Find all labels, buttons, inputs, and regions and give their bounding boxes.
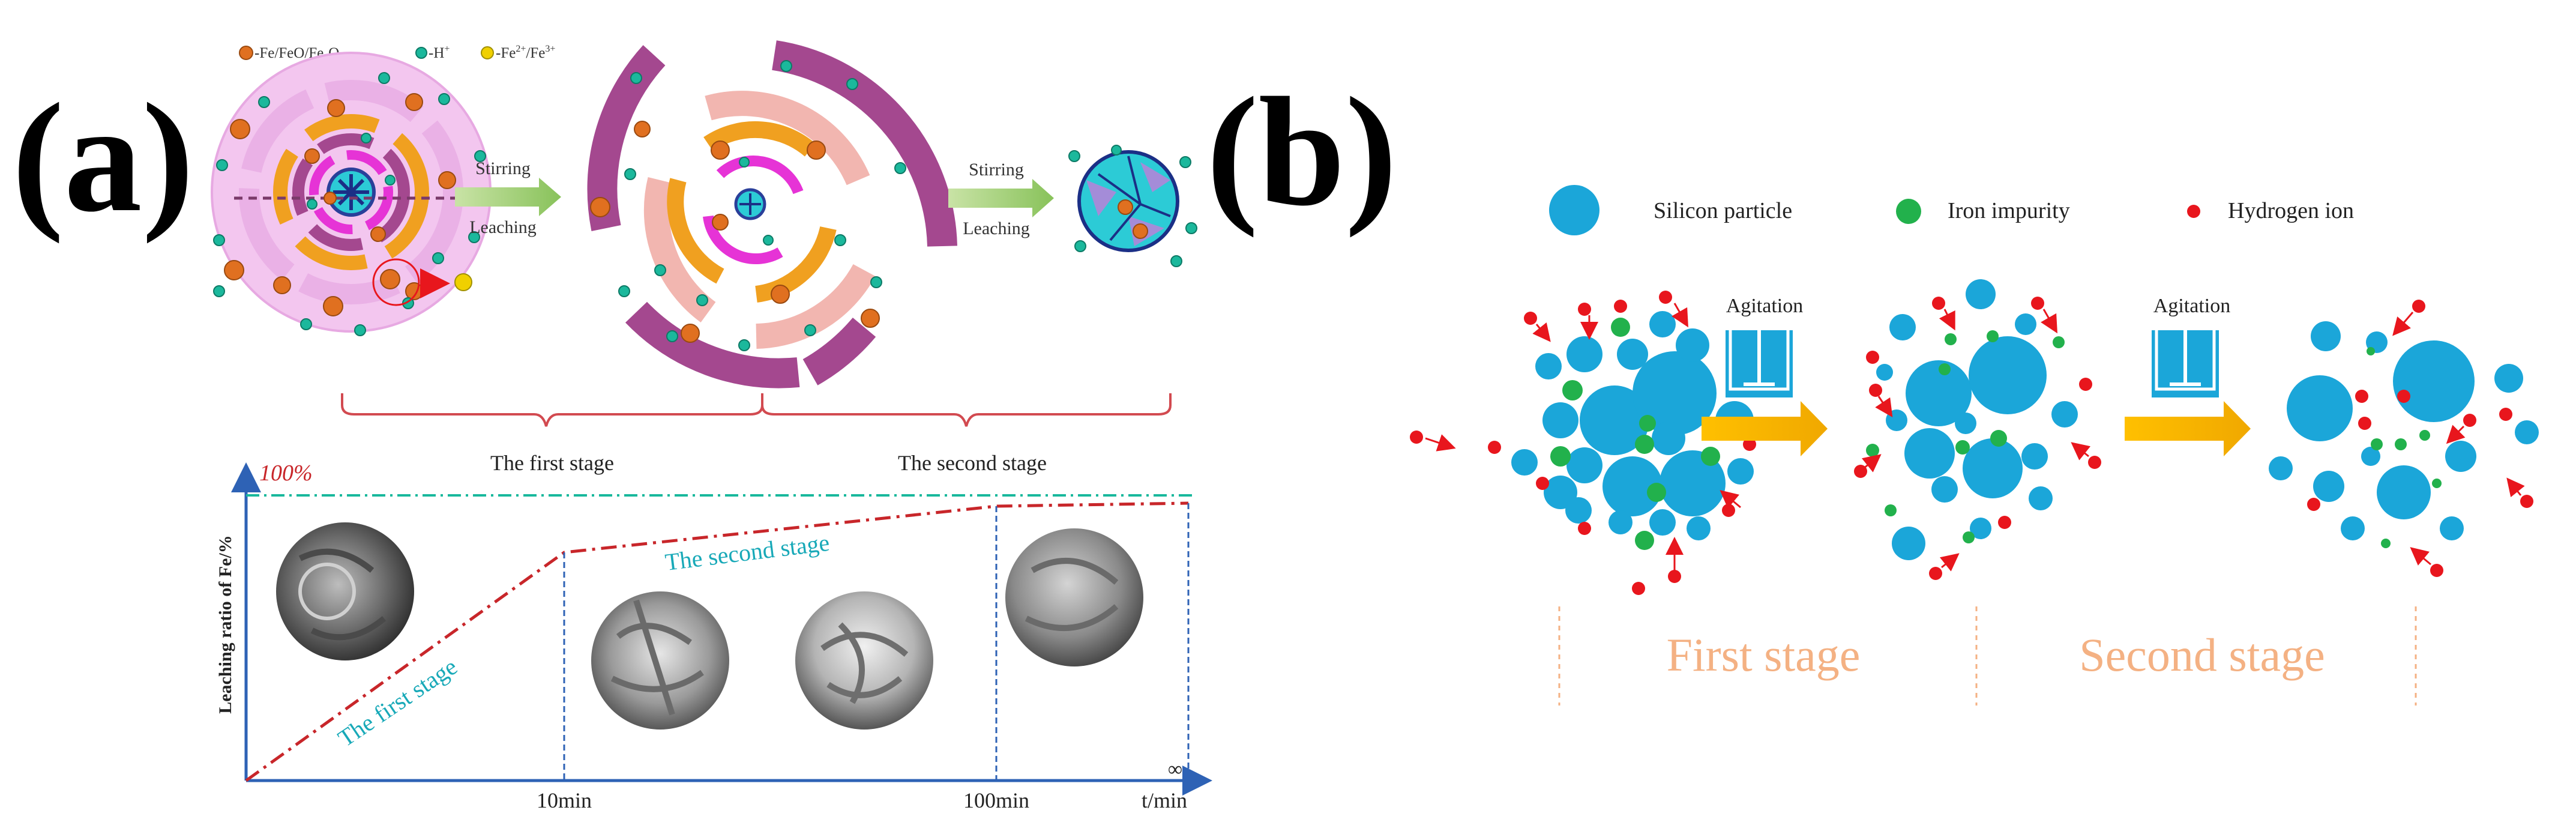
graph-first-stage-label: The first stage [333, 653, 462, 752]
photo-initial [276, 522, 414, 660]
legend-fe-marker [239, 46, 253, 60]
stirring-label-2: Stirring [969, 160, 1024, 180]
legend-h-marker [415, 47, 427, 59]
beaker-icon [2152, 324, 2219, 397]
stirring-label-1: Stirring [475, 159, 531, 178]
fe-particles-middle [590, 121, 880, 343]
agitation-1: Agitation [1702, 295, 1828, 456]
brace-first-stage [341, 393, 763, 427]
h-ions-final [1068, 145, 1197, 267]
panel-a-legend: -Fe/FeO/Fe2O3 -H+ -Fe2+/Fe3+ [239, 44, 555, 64]
legend-silicon-marker [1549, 185, 1599, 235]
leaching-label-2: Leaching [963, 219, 1030, 238]
cluster-final-hydrogen [2307, 300, 2533, 577]
legend-hydrogen-label: Hydrogen ion [2228, 198, 2354, 223]
brace-first-stage-label: The first stage [490, 451, 614, 475]
particle-initial [211, 52, 492, 333]
cluster-middle-iron [1866, 330, 2065, 543]
h-ions-initial [213, 72, 486, 336]
agitation-label-1: Agitation [1726, 295, 1803, 317]
particle-middle [587, 40, 957, 388]
panel-a: (a) -Fe/FeO/Fe2O3 -H+ -Fe2+/Fe3+ [12, 40, 1212, 812]
legend-iron-label: Iron impurity [1948, 198, 2070, 223]
infinity-label: ∞ [1168, 758, 1182, 781]
first-stage-label: First stage [1667, 629, 1861, 681]
legend-ion-label: -Fe2+/Fe3+ [496, 44, 555, 61]
panel-b: (b) Silicon particle Iron impurity Hydro… [1206, 65, 2539, 706]
x-tick-10min: 10min [537, 788, 592, 812]
agitation-arrow-1 [1702, 401, 1828, 456]
stirring-arrow-1: Stirring Leaching [455, 159, 561, 237]
x-tick-100min: 100min [963, 788, 1029, 812]
graph-y-axis-label: Leaching ratio of Fe/% [215, 535, 235, 713]
h-ions-middle [618, 60, 906, 351]
panel-a-letter: (a) [12, 71, 194, 244]
cluster-initial-hydrogen [1410, 291, 1756, 595]
released-ion [454, 273, 472, 291]
cluster-initial-iron [1550, 318, 1720, 550]
legend-h-label: -H+ [429, 44, 450, 61]
leaching-graph: Leaching ratio of Fe/% 100% The first st… [215, 461, 1212, 812]
leaching-curve [245, 501, 1189, 782]
cluster-final-iron [2367, 347, 2442, 548]
cluster-middle-hydrogen [1854, 297, 2101, 580]
panel-b-letter: (b) [1206, 65, 1397, 238]
panel-b-legend: Silicon particle Iron impurity Hydrogen … [1549, 185, 2354, 235]
agitation-2: Agitation [2125, 295, 2251, 456]
fe-particles-initial [224, 93, 456, 316]
reaction-highlight [372, 258, 420, 306]
legend-silicon-label: Silicon particle [1654, 198, 1792, 223]
photo-10min-b [795, 591, 933, 730]
cluster-final-arrows [2392, 312, 2525, 566]
graph-second-stage-label: The second stage [664, 529, 831, 576]
agitation-arrow-2 [2125, 401, 2251, 456]
brace-second-stage [761, 393, 1172, 427]
agitation-label-2: Agitation [2153, 295, 2230, 317]
cluster-initial-silicon [1511, 311, 1754, 540]
cluster-final-silicon [2269, 321, 2539, 540]
brace-second-stage-label: The second stage [898, 451, 1047, 475]
legend-ion-marker [481, 46, 494, 59]
cluster-initial-arrows [1425, 303, 1741, 570]
cluster-middle-arrows [1861, 309, 2091, 572]
particle-final [1077, 150, 1179, 252]
beaker-icon [1726, 324, 1793, 397]
hundred-percent-label: 100% [259, 461, 313, 486]
stage-braces [341, 393, 1172, 427]
cluster-middle-silicon [1876, 279, 2078, 560]
stirring-arrow-2: Stirring Leaching [948, 160, 1054, 238]
x-axis-unit: t/min [1142, 788, 1187, 812]
legend-iron-marker [1896, 199, 1921, 224]
second-stage-label: Second stage [2079, 629, 2325, 681]
legend-hydrogen-marker [2187, 205, 2200, 218]
photo-100min [1005, 528, 1143, 666]
stage-dividers [1558, 606, 2417, 706]
photo-10min-a [591, 591, 729, 730]
leaching-label-1: Leaching [469, 217, 537, 237]
